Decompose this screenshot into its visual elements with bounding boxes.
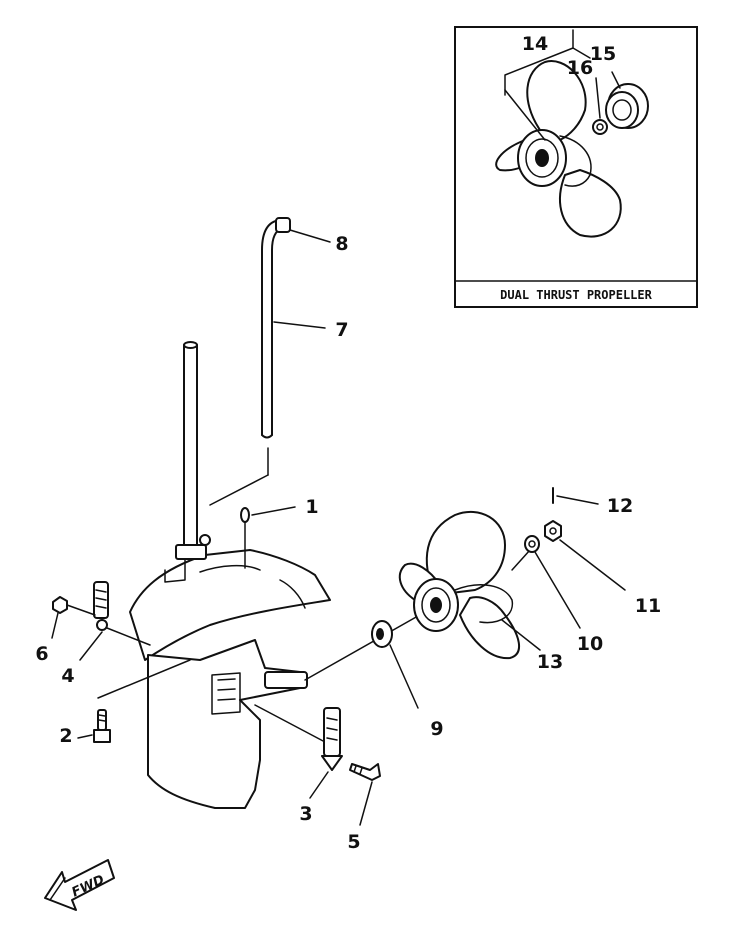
callout-5: 5 bbox=[347, 831, 360, 853]
callout-9: 9 bbox=[430, 718, 443, 740]
thrust-washer bbox=[371, 620, 419, 709]
callout-7: 7 bbox=[335, 319, 348, 341]
propeller-hardware bbox=[524, 487, 626, 629]
callout-13: 13 bbox=[537, 651, 563, 673]
callout-11: 11 bbox=[635, 595, 661, 617]
main-propeller bbox=[398, 510, 541, 660]
callout-2: 2 bbox=[59, 725, 72, 747]
callout-6: 6 bbox=[35, 643, 48, 665]
callout-1: 1 bbox=[305, 496, 318, 518]
forward-direction-arrow-icon: FWD bbox=[44, 859, 115, 911]
grommet-part bbox=[275, 217, 291, 233]
lower-casing bbox=[129, 341, 331, 809]
water-tube-assembly bbox=[209, 217, 331, 506]
callout-10: 10 bbox=[577, 633, 603, 655]
nut-part bbox=[52, 596, 68, 614]
callout-14: 14 bbox=[522, 33, 548, 55]
callout-3: 3 bbox=[299, 803, 312, 825]
prop-nut-part bbox=[544, 520, 562, 542]
callout-16: 16 bbox=[567, 57, 593, 79]
trim-anode-part bbox=[323, 707, 341, 757]
washer-part bbox=[524, 535, 540, 553]
screw-part bbox=[349, 763, 381, 781]
callout-4: 4 bbox=[61, 665, 74, 687]
callout-15: 15 bbox=[590, 43, 616, 65]
callout-8: 8 bbox=[335, 233, 348, 255]
left-anode-set bbox=[51, 581, 191, 743]
inset-caption: DUAL THRUST PROPELLER bbox=[500, 288, 652, 302]
plug-part bbox=[240, 507, 250, 523]
dual-thrust-propeller-drawing bbox=[495, 29, 649, 238]
inset-panel: DUAL THRUST PROPELLER bbox=[454, 26, 698, 308]
right-anode-set bbox=[254, 704, 381, 826]
callout-12: 12 bbox=[607, 495, 633, 517]
